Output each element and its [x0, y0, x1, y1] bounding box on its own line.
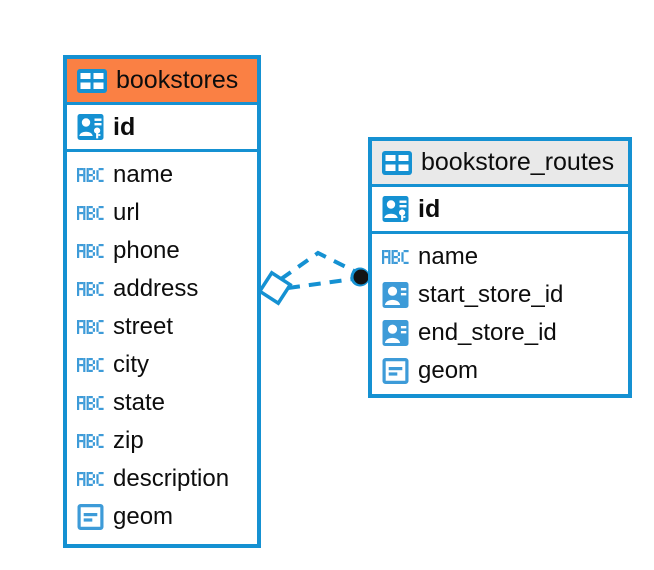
field-row-start-store-id[interactable]: start_store_id	[372, 276, 628, 314]
relationship-line-upper	[279, 250, 357, 281]
field-row-phone[interactable]: phone	[67, 232, 257, 270]
text-abc-icon	[382, 250, 409, 264]
entity-header-bookstores[interactable]: bookstores	[67, 59, 257, 105]
text-abc-icon	[77, 434, 104, 448]
relationship-diamond-endpoint	[257, 270, 293, 306]
field-label: name	[418, 243, 479, 270]
text-abc-icon	[77, 206, 104, 220]
field-row-street[interactable]: street	[67, 308, 257, 346]
text-abc-icon	[77, 168, 104, 182]
field-label: zip	[113, 427, 144, 454]
text-abc-icon	[77, 244, 104, 258]
field-row-name[interactable]: name	[67, 156, 257, 194]
entity-table-bookstores[interactable]: bookstores id	[63, 55, 261, 548]
foreign-key-icon	[382, 320, 409, 346]
table-icon	[77, 68, 107, 93]
foreign-key-icon	[382, 282, 409, 308]
geometry-icon	[77, 504, 104, 530]
field-label: url	[113, 199, 140, 226]
field-row-geom[interactable]: geom	[372, 352, 628, 390]
field-label: address	[113, 275, 199, 302]
primary-key-icon	[382, 196, 409, 222]
field-label: end_store_id	[418, 319, 557, 346]
text-abc-icon	[77, 358, 104, 372]
entity-title-bookstores: bookstores	[116, 66, 239, 94]
field-list-bookstore-routes: name start_store_id	[372, 234, 628, 394]
field-row-zip[interactable]: zip	[67, 422, 257, 460]
text-abc-icon	[77, 320, 104, 334]
field-row-geom[interactable]: geom	[67, 498, 257, 536]
entity-title-bookstore-routes: bookstore_routes	[421, 148, 615, 176]
field-label: start_store_id	[418, 281, 564, 308]
field-row-address[interactable]: address	[67, 270, 257, 308]
field-row-name[interactable]: name	[372, 238, 628, 276]
field-list-bookstores: name url	[67, 152, 257, 540]
field-label: street	[113, 313, 174, 340]
field-row-end-store-id[interactable]: end_store_id	[372, 314, 628, 352]
field-label: state	[113, 389, 166, 416]
field-label: geom	[113, 503, 174, 530]
field-label: city	[113, 351, 149, 378]
field-label: phone	[113, 237, 180, 264]
primary-key-label-bookstores: id	[113, 112, 136, 141]
relationship-circle-endpoint	[350, 267, 370, 287]
entity-header-bookstore-routes[interactable]: bookstore_routes	[372, 141, 628, 187]
field-label: name	[113, 161, 174, 188]
primary-key-row-bookstores[interactable]: id	[67, 105, 257, 152]
field-row-city[interactable]: city	[67, 346, 257, 384]
text-abc-icon	[77, 282, 104, 296]
primary-key-row-bookstore-routes[interactable]: id	[372, 187, 628, 234]
field-row-url[interactable]: url	[67, 194, 257, 232]
field-label: description	[113, 465, 230, 492]
field-row-state[interactable]: state	[67, 384, 257, 422]
text-abc-icon	[77, 472, 104, 486]
geometry-icon	[382, 358, 409, 384]
field-label: geom	[418, 357, 479, 384]
primary-key-label-bookstore-routes: id	[418, 194, 441, 223]
table-icon	[382, 150, 412, 175]
text-abc-icon	[77, 396, 104, 410]
relationship-line-lower	[287, 277, 354, 290]
field-row-description[interactable]: description	[67, 460, 257, 498]
primary-key-icon	[77, 114, 104, 140]
entity-table-bookstore-routes[interactable]: bookstore_routes id	[368, 137, 632, 398]
